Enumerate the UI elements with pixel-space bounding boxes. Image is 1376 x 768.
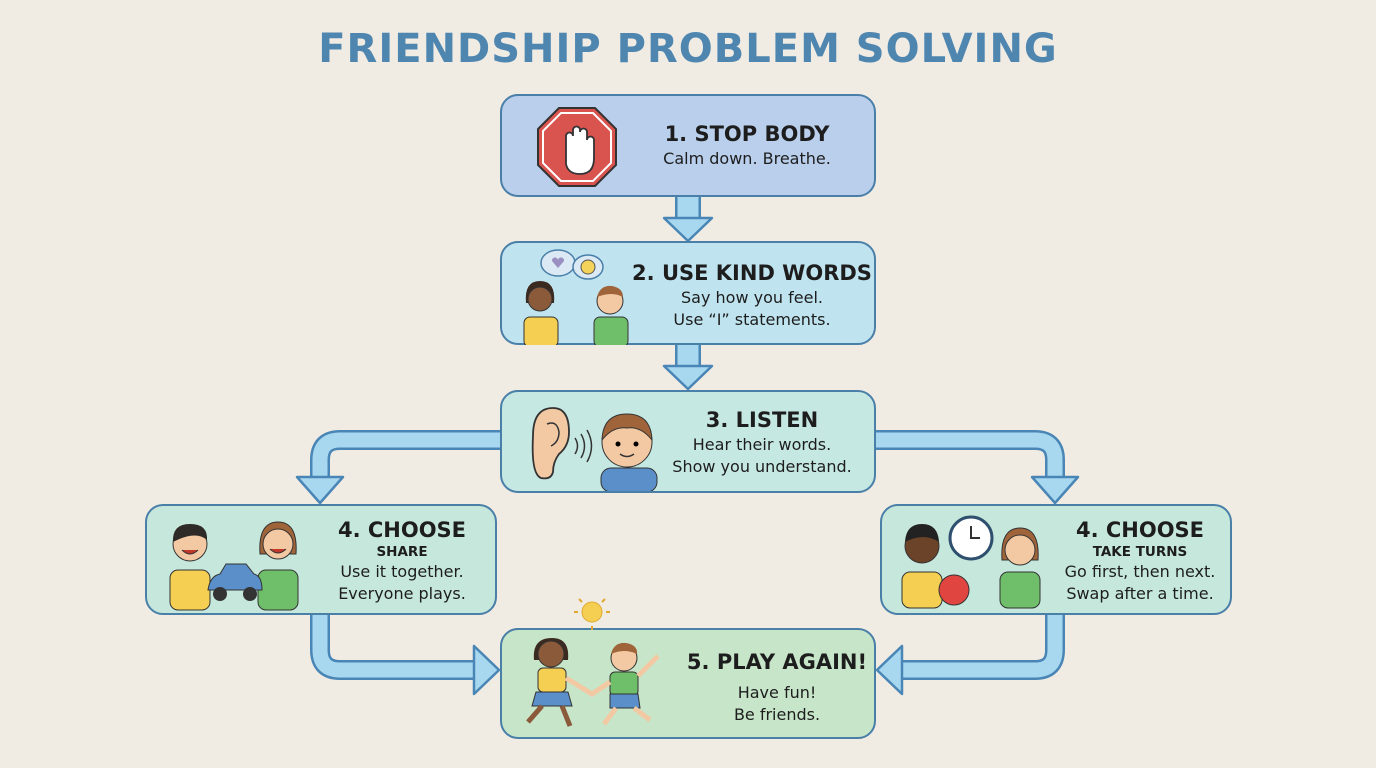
arrow-head-2-3 bbox=[662, 364, 714, 391]
step-4-share-subtitle: SHARE bbox=[376, 544, 428, 560]
page-title: FRIENDSHIP PROBLEM SOLVING bbox=[318, 26, 1058, 72]
step-2-title: 2. USE KIND WORDS bbox=[632, 261, 872, 285]
step-5-line-1: Have fun! bbox=[737, 683, 817, 702]
step-5-title: 5. PLAY AGAIN! bbox=[686, 650, 868, 674]
step-4-turns-line-2: Swap after a time. bbox=[1066, 584, 1214, 603]
step-2-line-1: Say how you feel. bbox=[681, 288, 823, 307]
arrow-head-4-right-5 bbox=[875, 644, 904, 696]
step-4-turns-line-1: Go first, then next. bbox=[1064, 562, 1216, 581]
step-4-take-turns-box: 4. CHOOSE TAKE TURNS Go first, then next… bbox=[880, 504, 1232, 615]
step-5-line-2: Be friends. bbox=[733, 705, 821, 724]
step-5-box: 5. PLAY AGAIN! Have fun! Be friends. bbox=[500, 598, 876, 739]
kids-sharing-car-icon bbox=[169, 521, 299, 611]
ear-listening-icon bbox=[531, 407, 658, 491]
arrow-head-3-4-right bbox=[1030, 475, 1080, 505]
arrow-head-1-2 bbox=[662, 216, 714, 243]
step-4-share-line-1: Use it together. bbox=[340, 562, 464, 581]
kids-talking-icon bbox=[523, 249, 629, 345]
step-1-line-1: Calm down. Breathe. bbox=[663, 149, 831, 168]
step-3-box: 3. LISTEN Hear their words. Show you und… bbox=[500, 390, 876, 493]
kids-playing-sun-icon bbox=[526, 598, 660, 727]
stop-hand-icon bbox=[537, 107, 617, 187]
step-4-turns-title: 4. CHOOSE bbox=[1075, 518, 1205, 542]
arrow-head-3-4-left bbox=[295, 475, 345, 505]
step-4-share-box: 4. CHOOSE SHARE Use it together. Everyon… bbox=[145, 504, 497, 615]
step-4-share-title: 4. CHOOSE bbox=[337, 518, 467, 542]
arrow-shaft-4-right-5 bbox=[900, 612, 1065, 680]
arrow-head-4-left-5 bbox=[472, 644, 501, 696]
step-2-line-2: Use “I” statements. bbox=[673, 310, 831, 329]
step-3-line-1: Hear their words. bbox=[692, 435, 832, 454]
arrow-shaft-4-left-5 bbox=[310, 612, 477, 680]
step-4-turns-subtitle: TAKE TURNS bbox=[1092, 544, 1188, 560]
step-1-box: 1. STOP BODY Calm down. Breathe. bbox=[500, 94, 876, 197]
step-3-line-2: Show you understand. bbox=[672, 457, 852, 476]
step-4-share-line-2: Everyone plays. bbox=[338, 584, 466, 603]
kids-taking-turns-clock-icon bbox=[901, 515, 1041, 609]
step-3-title: 3. LISTEN bbox=[705, 408, 819, 432]
step-1-title: 1. STOP BODY bbox=[664, 122, 830, 146]
step-2-box: 2. USE KIND WORDS Say how you feel. Use … bbox=[500, 241, 876, 345]
